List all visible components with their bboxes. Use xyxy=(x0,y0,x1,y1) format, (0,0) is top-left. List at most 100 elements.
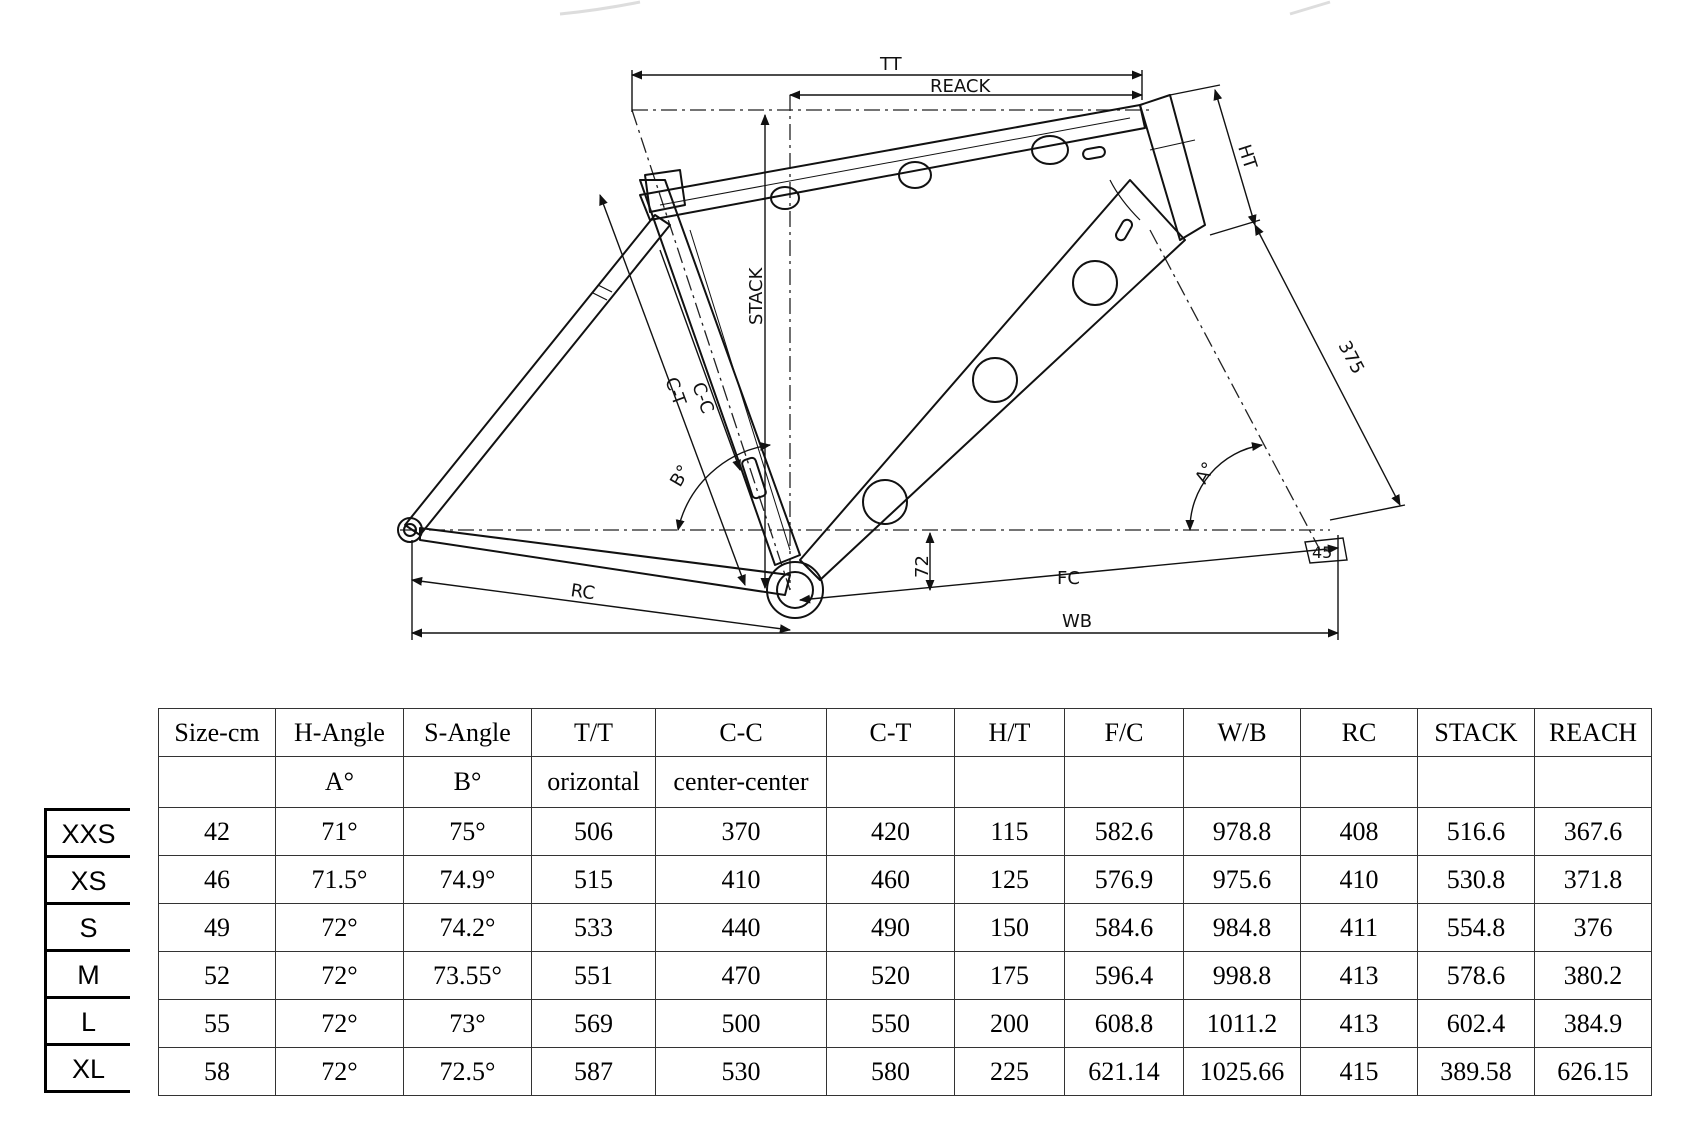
table-cell: 998.8 xyxy=(1183,951,1301,1000)
label-cc: C-C xyxy=(687,380,718,417)
size-label: M xyxy=(47,952,130,999)
table-cell: 500 xyxy=(655,999,827,1048)
table-cell: 72° xyxy=(275,903,404,952)
table-cell: 506 xyxy=(531,807,656,856)
dimension-lines xyxy=(410,70,1406,640)
table-cell: 978.8 xyxy=(1183,807,1301,856)
table-cell: 125 xyxy=(954,855,1065,904)
table-cell: H-Angle xyxy=(275,708,404,757)
table-cell: 49 xyxy=(158,903,276,952)
table-cell: F/C xyxy=(1064,708,1184,757)
label-fork-length: 375 xyxy=(1334,337,1369,377)
label-a-angle: A° xyxy=(1191,459,1220,488)
label-tt: TT xyxy=(879,54,903,75)
table-cell: 602.4 xyxy=(1417,999,1535,1048)
table-cell: 413 xyxy=(1300,999,1418,1048)
table-cell: 74.9° xyxy=(403,855,532,904)
table-cell: 576.9 xyxy=(1064,855,1184,904)
table-cell xyxy=(1183,756,1301,808)
table-cell: 71.5° xyxy=(275,855,404,904)
table-cell: 582.6 xyxy=(1064,807,1184,856)
top-remnant-right xyxy=(1289,0,1331,16)
table-cell: 74.2° xyxy=(403,903,532,952)
table-cell: 515 xyxy=(531,855,656,904)
table-cell: REACH xyxy=(1534,708,1652,757)
table-cell: 150 xyxy=(954,903,1065,952)
table-cell: 73° xyxy=(403,999,532,1048)
size-label: XXS xyxy=(47,808,130,858)
table-cell: B° xyxy=(403,756,532,808)
label-rc: RC xyxy=(569,580,596,604)
table-cell: 1025.66 xyxy=(1183,1047,1301,1096)
table-cell: T/T xyxy=(531,708,656,757)
table-cell: 490 xyxy=(826,903,955,952)
table-cell: center-center xyxy=(655,756,827,808)
table-cell: 530 xyxy=(655,1047,827,1096)
table-cell: 200 xyxy=(954,999,1065,1048)
table-cell: 578.6 xyxy=(1417,951,1535,1000)
size-label: XS xyxy=(47,858,130,905)
table-cell: 533 xyxy=(531,903,656,952)
table-cell: 55 xyxy=(158,999,276,1048)
table-cell: 580 xyxy=(826,1047,955,1096)
table-cell: 115 xyxy=(954,807,1065,856)
table-cell: STACK xyxy=(1417,708,1535,757)
table-cell xyxy=(158,756,276,808)
label-ct: C-T xyxy=(660,375,690,410)
table-cell: 370 xyxy=(655,807,827,856)
table-cell: 75° xyxy=(403,807,532,856)
table-cell: 516.6 xyxy=(1417,807,1535,856)
table-cell: 554.8 xyxy=(1417,903,1535,952)
table-cell: 596.4 xyxy=(1064,951,1184,1000)
table-cell: 1011.2 xyxy=(1183,999,1301,1048)
label-stack: STACK xyxy=(746,266,767,325)
table-cell: 371.8 xyxy=(1534,855,1652,904)
table-cell: 72° xyxy=(275,951,404,1000)
size-label: XL xyxy=(47,1046,130,1093)
table-cell: 380.2 xyxy=(1534,951,1652,1000)
table-cell xyxy=(1534,756,1652,808)
table-cell: 58 xyxy=(158,1047,276,1096)
bike-frame xyxy=(397,94,1206,619)
table-cell: 584.6 xyxy=(1064,903,1184,952)
table-cell: 72.5° xyxy=(403,1047,532,1096)
table-cell: Size-cm xyxy=(158,708,276,757)
table-cell: 46 xyxy=(158,855,276,904)
table-cell: 420 xyxy=(826,807,955,856)
table-cell: 410 xyxy=(1300,855,1418,904)
table-cell: 52 xyxy=(158,951,276,1000)
table-cell: 175 xyxy=(954,951,1065,1000)
table-cell: 551 xyxy=(531,951,656,1000)
table-cell: 389.58 xyxy=(1417,1047,1535,1096)
table-cell: 569 xyxy=(531,999,656,1048)
table-cell: 72° xyxy=(275,999,404,1048)
table-cell: 408 xyxy=(1300,807,1418,856)
label-wb: WB xyxy=(1062,611,1092,632)
table-cell: S-Angle xyxy=(403,708,532,757)
label-fork-offset: 45 xyxy=(1312,543,1332,562)
table-cell: 530.8 xyxy=(1417,855,1535,904)
table-cell: 71° xyxy=(275,807,404,856)
table-cell: 440 xyxy=(655,903,827,952)
top-remnant-left xyxy=(559,0,641,16)
table-cell xyxy=(954,756,1065,808)
label-ht: HT xyxy=(1233,142,1261,173)
table-cell: 367.6 xyxy=(1534,807,1652,856)
table-cell: 626.15 xyxy=(1534,1047,1652,1096)
table-cell: 587 xyxy=(531,1047,656,1096)
table-cell: A° xyxy=(275,756,404,808)
table-cell: 384.9 xyxy=(1534,999,1652,1048)
table-cell: 608.8 xyxy=(1064,999,1184,1048)
label-bb-drop: 72 xyxy=(912,555,933,578)
table-cell: 72° xyxy=(275,1047,404,1096)
table-cell: 413 xyxy=(1300,951,1418,1000)
table-cell: orizontal xyxy=(531,756,656,808)
table-cell xyxy=(1300,756,1418,808)
table-cell: 410 xyxy=(655,855,827,904)
label-reach: REACK xyxy=(930,76,991,97)
